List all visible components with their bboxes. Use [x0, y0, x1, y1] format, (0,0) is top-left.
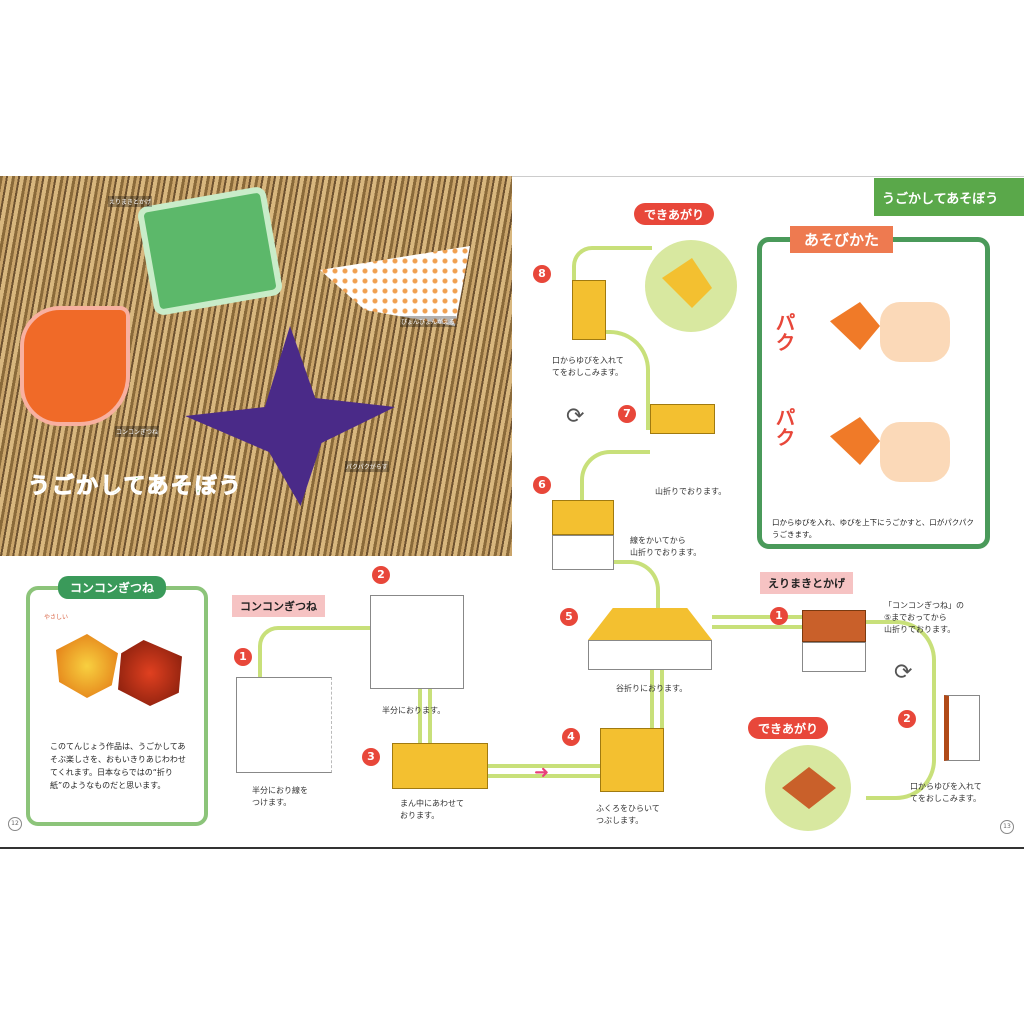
path-track [866, 620, 936, 800]
step-6-diagram-lower [552, 535, 614, 570]
step-caption: 山折りでおります。 [655, 487, 727, 496]
sound-text: パク [772, 312, 796, 352]
path-track [572, 246, 652, 286]
path-track [486, 764, 606, 778]
page-number: 13 [1000, 820, 1014, 834]
path-track [258, 626, 372, 686]
photo-label: パクパクがらす [345, 461, 389, 472]
step-caption: 半分におり線を つけます。 [252, 786, 308, 807]
step-number: 5 [560, 608, 578, 626]
step-caption: 谷折りにおります。 [616, 684, 688, 693]
photo-label: ぴょんぴょんがえる [400, 316, 456, 327]
variant-step-1-diagram [802, 610, 866, 642]
step-3-diagram [392, 743, 488, 789]
step-2-diagram [370, 595, 464, 689]
step-caption: ふくろをひらいて つぶします。 [596, 804, 660, 825]
photo-label: えりまきとかげ [108, 196, 153, 207]
step-caption: 口からゆびを入れて てをおしこみます。 [552, 356, 624, 377]
turn-over-icon: ⟳ [566, 404, 585, 429]
level-badge: やさしい [44, 614, 69, 621]
step-number: 3 [362, 748, 380, 766]
section-header: うごかしてあそぼう [874, 178, 1024, 216]
page-number: 12 [8, 817, 22, 831]
green-frog-origami [136, 185, 284, 317]
variant-step-1-diagram-lower [802, 642, 866, 672]
path-track [650, 670, 664, 730]
step-caption: まん中にあわせて おります。 [400, 799, 464, 820]
step-7-diagram [650, 404, 715, 434]
step-1-diagram [236, 677, 332, 773]
info-box-title: コンコンぎつね [58, 576, 167, 599]
step-5-diagram [588, 608, 712, 640]
kitsune-photo [56, 634, 118, 698]
fox-puppet-open [830, 302, 880, 350]
info-text: このてんじょう作品は、うごかしてあそぶ楽しさを、おもいきりあじわわせてくれます。… [50, 742, 186, 790]
path-track [712, 615, 802, 629]
step-caption: 線をかいてから 山折りでおります。 [630, 536, 702, 557]
step-8-diagram [572, 280, 606, 340]
variant-label: えりまきとかげ [760, 572, 853, 594]
howto-box: パク パク 口からゆびを入れ、ゆびを上下にうごかすと、口がパクパクうごきます。 [757, 237, 990, 549]
step-5-diagram-lower [588, 640, 712, 670]
path-track [590, 330, 650, 430]
kitsune-photo [118, 640, 182, 706]
step-number: 2 [898, 710, 916, 728]
howto-title: あそびかた [790, 226, 894, 253]
photo-label: コンコンぎつね [115, 426, 160, 437]
step-caption: 口からゆびを入れて てをおしこみます。 [910, 782, 982, 803]
arrow-right-icon: ➜ [534, 762, 550, 783]
step-number: 8 [533, 265, 551, 283]
orange-fox-origami [20, 306, 130, 426]
step-number: 4 [562, 728, 580, 746]
finished-badge: できあがり [634, 203, 715, 225]
hand-illustration [880, 302, 950, 362]
fox-puppet-closed [830, 417, 880, 465]
hand-illustration [880, 422, 950, 482]
howto-text: 口からゆびを入れ、ゆびを上下にうごかすと、口がパクパクうごきます。 [772, 518, 974, 539]
variant-step-2-diagram [944, 695, 980, 761]
step-number: 7 [618, 405, 636, 423]
step-number: 2 [372, 566, 390, 584]
book-spread [0, 176, 1024, 849]
path-track [580, 450, 650, 510]
finished-badge: できあがり [748, 717, 829, 739]
step-caption: 半分におります。 [382, 706, 446, 715]
step-4-diagram [600, 728, 664, 792]
step-caption: 「コンコンぎつね」の ⑤までおってから 山折りでおります。 [884, 601, 964, 634]
path-track [600, 560, 660, 610]
path-track [418, 688, 432, 743]
turn-over-icon: ⟳ [894, 660, 913, 685]
section-label: コンコンぎつね [232, 595, 325, 617]
step-number: 1 [234, 648, 252, 666]
polka-dot-origami [320, 246, 470, 326]
info-box: やさしい このてんじょう作品は、うごかしてあそぶ楽しさを、おもいきりあじわわせて… [26, 586, 208, 826]
sound-text: パク [772, 407, 796, 447]
step-number: 6 [533, 476, 551, 494]
photo-title: うごかしてあそぼう [28, 474, 243, 500]
step-number: 1 [770, 607, 788, 625]
origami-photo: コンコンぎつね えりまきとかげ パクパクがらす ぴょんぴょんがえる [0, 176, 512, 556]
step-6-diagram [552, 500, 614, 535]
